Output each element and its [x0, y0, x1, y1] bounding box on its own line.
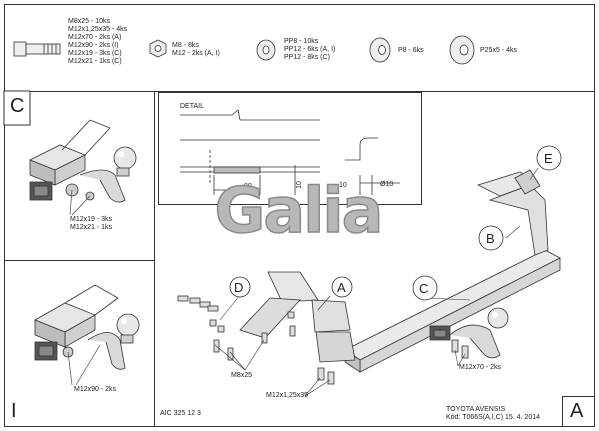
- panel-c-callouts: M12x19 - 3ks M12x21 - 1ks: [70, 216, 112, 232]
- washer-line-1: PP8 - 10ks: [284, 38, 319, 45]
- washer-line-2: PP12 - 6ks (A, I): [284, 46, 336, 53]
- nut-line-1: M8 - 8ks: [172, 42, 199, 49]
- detail-dim-10b: 10: [339, 182, 347, 189]
- footer-kod: Kód: T066S(A,I,C) 15. 4. 2014: [446, 414, 541, 421]
- label-b: B: [486, 231, 495, 246]
- label-a: A: [337, 280, 346, 295]
- callout-m8x25: M8x25: [231, 372, 253, 379]
- detail-title: DETAIL: [180, 103, 204, 110]
- hardware-washers-list: PP8 - 10ks PP12 - 6ks (A, I) PP12 - 8ks …: [284, 38, 335, 62]
- washer-p8-icon: [369, 37, 391, 63]
- hardware-strip: [4, 4, 595, 92]
- detail-box: [158, 92, 422, 205]
- bolt-line-6: M12x21 - 1ks (C): [68, 58, 122, 65]
- logo-text: Galia: [214, 174, 385, 247]
- callout-m12x125x35: M12x1,25x35: [266, 392, 309, 399]
- panel-i: [4, 260, 155, 427]
- detail-dim-80: 80: [244, 183, 252, 190]
- sheet-letter-box: [562, 396, 595, 427]
- callout-m12x70: M12x70 - 2ks: [459, 364, 502, 371]
- bolt-line-4: M12x90 - 2ks (I): [68, 42, 119, 49]
- footer-car: TOYOTA AVENSIS: [446, 406, 506, 413]
- detail-dim-phi: Ø10: [380, 181, 394, 188]
- nut-icon: [149, 39, 167, 58]
- sheet-letter: A: [570, 400, 584, 422]
- washer-pp-icon: [256, 39, 276, 61]
- label-c: C: [419, 281, 429, 296]
- hardware-nuts-list: M8 - 8ks M12 - 2ks (A, I): [172, 42, 220, 58]
- panel-i-callout: M12x90 - 2ks: [74, 386, 117, 393]
- panel-c-letter: C: [10, 95, 25, 117]
- hardware-bolts-list: M8x25 - 10ks M12x1,25x35 - 4ks M12x70 - …: [68, 18, 127, 66]
- bolt-line-2: M12x1,25x35 - 4ks: [68, 26, 128, 33]
- bolt-line-5: M12x19 - 3ks (C): [68, 50, 122, 57]
- washer-p25-label: P25x5 - 4ks: [480, 47, 517, 54]
- washer-p25-icon: [449, 35, 475, 65]
- washer-p8-label: P8 - 6ks: [398, 47, 424, 54]
- label-d: D: [234, 280, 244, 295]
- panel-i-letter: I: [11, 400, 17, 422]
- washer-line-3: PP12 - 8ks (C): [284, 54, 330, 61]
- bolt-line-3: M12x70 - 2ks (A): [68, 34, 122, 41]
- bolt-icon: [13, 41, 61, 57]
- panel-c-callout-2: M12x21 - 1ks: [70, 224, 113, 231]
- nut-line-2: M12 - 2ks (A, I): [172, 50, 220, 57]
- bolt-line-1: M8x25 - 10ks: [68, 18, 111, 25]
- panel-c-callout-1: M12x19 - 3ks: [70, 216, 113, 223]
- galia-logo: Galia: [212, 177, 385, 245]
- footer-code: AIC 325 12 3: [160, 410, 201, 417]
- label-e: E: [544, 151, 553, 166]
